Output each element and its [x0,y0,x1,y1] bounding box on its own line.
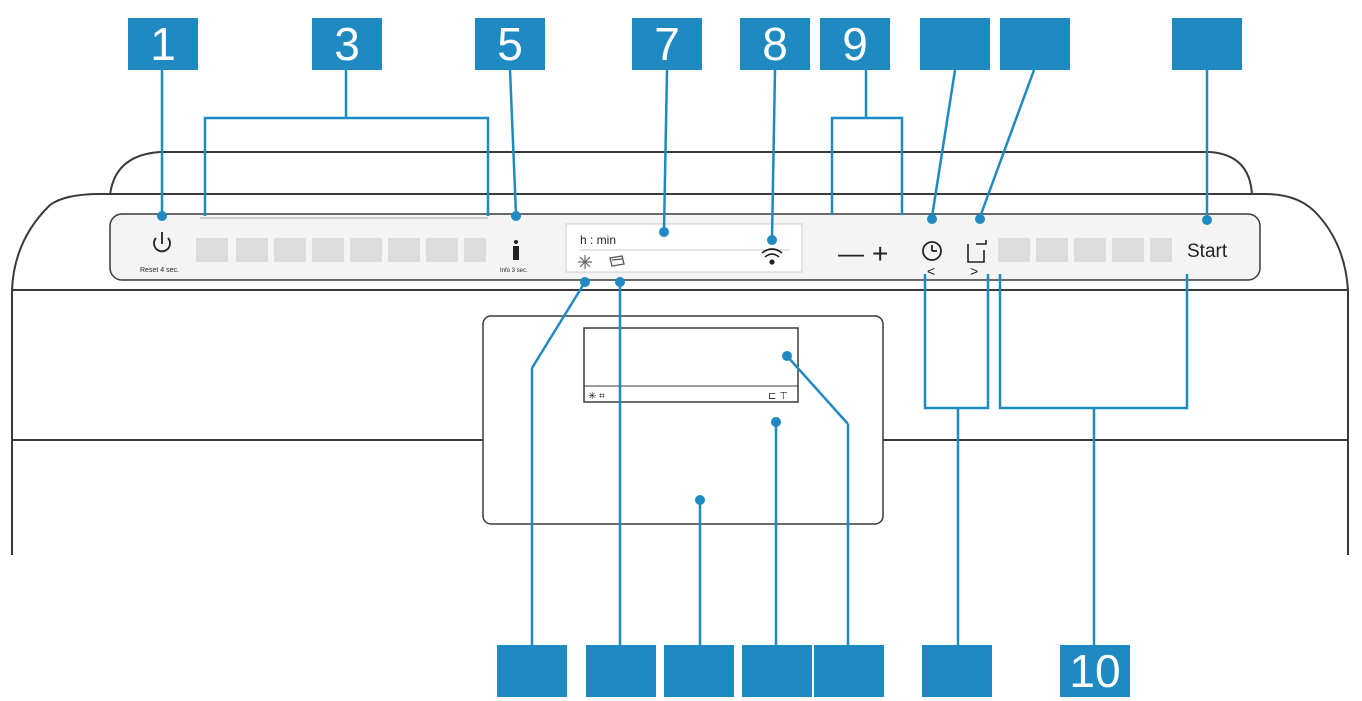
leader-dots-top [157,211,1212,245]
info-icon[interactable] [513,240,519,260]
leader-lines-top [160,69,1209,239]
callout-9: 9 [820,18,890,70]
minus-button[interactable]: — [838,238,864,268]
front-display-remote-wifi-icons: ⊏ ⊤ [768,391,788,402]
start-button[interactable]: Start [1187,241,1228,262]
left-arrow: < [927,263,935,279]
callout-top-blank-1 [920,18,990,70]
leader-dots-bottom [580,277,792,505]
front-display-housing [482,315,884,525]
callout-top-blank-2 [1000,18,1070,70]
leader-lines-bottom [530,274,1189,645]
callout-5: 5 [475,18,545,70]
power-label: Reset 4 sec. [140,267,179,274]
callout-3: 3 [312,18,382,70]
callout-bottom-blank-1 [497,645,567,697]
callout-10: 10 [1060,645,1130,697]
salt-icon [609,255,625,267]
callout-top-blank-3 [1172,18,1242,70]
front-display-rinse-salt-icons: ✳ ⌗ [588,391,605,402]
callout-1: 1 [128,18,198,70]
plus-button[interactable]: + [872,238,888,269]
callout-7: 7 [632,18,702,70]
power-icon[interactable] [153,232,171,253]
rinse-aid-icon [578,255,592,269]
info-label: Info 3 sec. [500,268,528,274]
callout-bottom-blank-3 [664,645,734,697]
program-buttons-right [998,238,1172,262]
callout-8: 8 [740,18,810,70]
callout-bottom-blank-6 [922,645,992,697]
program-buttons-left [196,238,486,262]
right-arrow: > [970,263,978,279]
wifi-icon [761,248,783,265]
status-display [565,223,803,273]
remote-start-icon[interactable] [967,240,987,263]
time-format-label: h : min [580,233,616,247]
callout-bottom-blank-4 [742,645,812,697]
clock-icon[interactable] [922,241,942,261]
callout-bottom-blank-5 [814,645,884,697]
callout-bottom-blank-2 [586,645,656,697]
